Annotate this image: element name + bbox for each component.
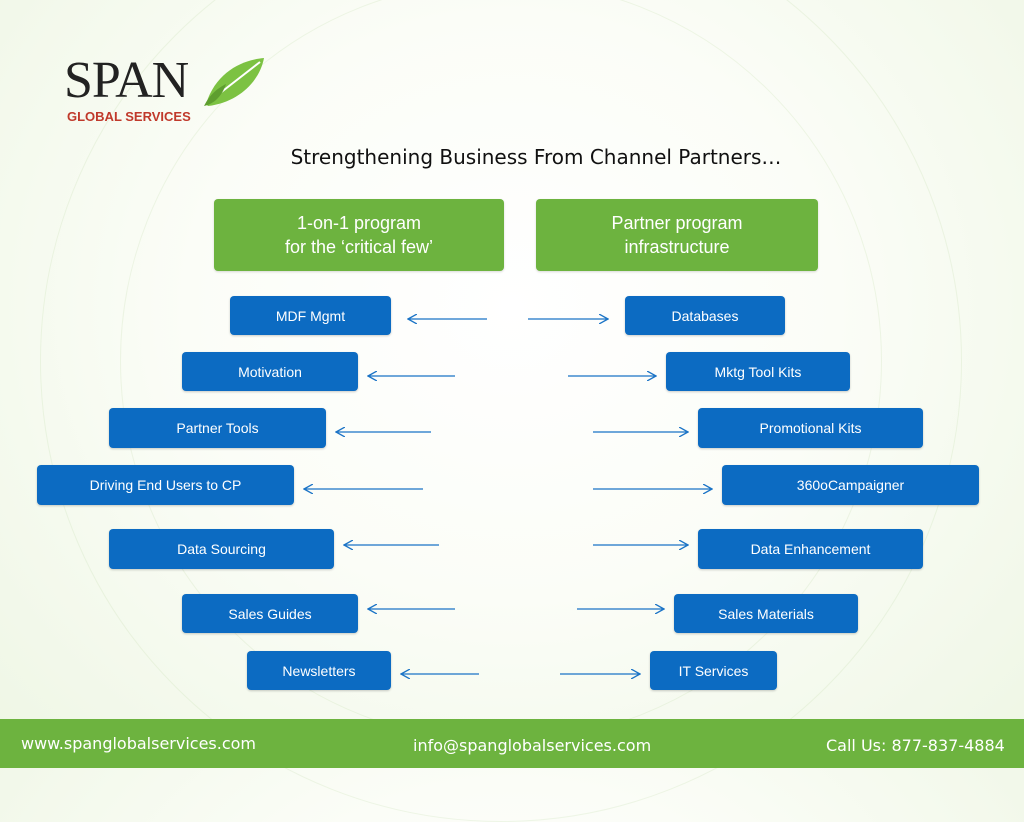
right-box-360ocampaigner: 360oCampaigner <box>722 465 979 505</box>
left-box-driving-end-users: Driving End Users to CP <box>37 465 294 505</box>
header-right-line2: infrastructure <box>624 237 730 257</box>
left-box-label: Newsletters <box>282 662 356 679</box>
left-box-label: Data Sourcing <box>177 541 266 557</box>
right-box-data-enhancement: Data Enhancement <box>698 529 923 569</box>
left-box-data-sourcing: Data Sourcing <box>109 529 334 569</box>
left-box-sales-guides: Sales Guides <box>182 594 358 633</box>
header-right-program: Partner program infrastructure <box>536 199 818 271</box>
left-box-partner-tools: Partner Tools <box>109 408 326 448</box>
left-box-motivation: Motivation <box>182 352 358 391</box>
right-box-promotional-kits: Promotional Kits <box>698 408 923 448</box>
span-logo: SPAN GLOBAL SERVICES <box>64 52 269 128</box>
header-left-line2: for the ‘critical few’ <box>284 237 434 257</box>
page-title: Strengthening Business From Channel Part… <box>290 145 782 169</box>
left-box-label: MDF Mgmt <box>275 307 346 324</box>
right-box-label: Promotional Kits <box>759 420 862 436</box>
left-box-newsletters: Newsletters <box>247 651 391 690</box>
left-box-label: Sales Guides <box>228 605 312 622</box>
header-left-line1: 1-on-1 program <box>296 213 422 233</box>
footer-phone: Call Us: 877-837-4884 <box>826 736 1005 755</box>
right-box-it-services: IT Services <box>650 651 777 690</box>
right-box-mktg-tool-kits: Mktg Tool Kits <box>666 352 850 391</box>
left-box-label: Partner Tools <box>176 420 259 436</box>
right-box-label: 360oCampaigner <box>796 477 905 493</box>
right-box-label: Data Enhancement <box>750 541 871 557</box>
right-box-label: Databases <box>671 307 739 324</box>
left-box-label: Motivation <box>238 363 302 380</box>
left-box-label: Driving End Users to CP <box>89 477 242 493</box>
footer-bar: www.spanglobalservices.com info@spanglob… <box>0 719 1024 768</box>
logo-subtitle: GLOBAL SERVICES <box>67 109 191 124</box>
right-box-label: Mktg Tool Kits <box>714 363 802 380</box>
footer-email-link[interactable]: info@spanglobalservices.com <box>413 736 652 755</box>
header-left-program: 1-on-1 program for the ‘critical few’ <box>214 199 504 271</box>
leaf-icon <box>204 58 264 106</box>
left-box-mdf-mgmt: MDF Mgmt <box>230 296 391 335</box>
right-box-sales-materials: Sales Materials <box>674 594 858 633</box>
connector-arrows <box>0 0 1024 768</box>
logo-wordmark: SPAN <box>64 52 189 109</box>
right-box-label: Sales Materials <box>718 605 814 622</box>
right-box-databases: Databases <box>625 296 785 335</box>
right-box-label: IT Services <box>678 662 749 679</box>
footer-website-link[interactable]: www.spanglobalservices.com <box>21 734 257 753</box>
header-right-line1: Partner program <box>611 213 743 233</box>
